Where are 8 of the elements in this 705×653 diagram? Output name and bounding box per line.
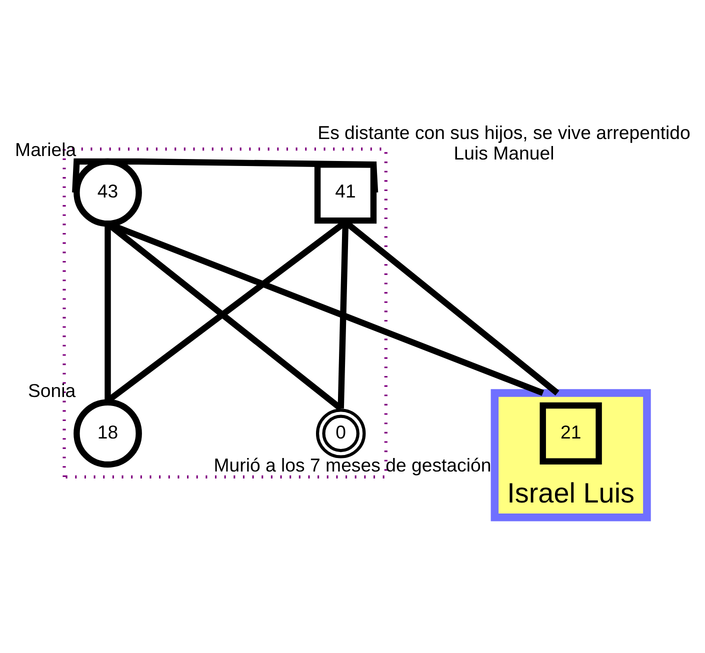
connector — [72, 158, 378, 192]
node-label: Luis Manuel — [454, 142, 554, 163]
node-label: Mariela — [15, 138, 76, 160]
node-circle: 18 — [74, 398, 142, 468]
node-box: 21 — [540, 402, 602, 464]
node-label: Es distante con sus hijos, se vive arrepentido — [318, 122, 690, 143]
node-circle: 0 — [316, 408, 366, 458]
node-label: Sonia — [28, 380, 76, 401]
